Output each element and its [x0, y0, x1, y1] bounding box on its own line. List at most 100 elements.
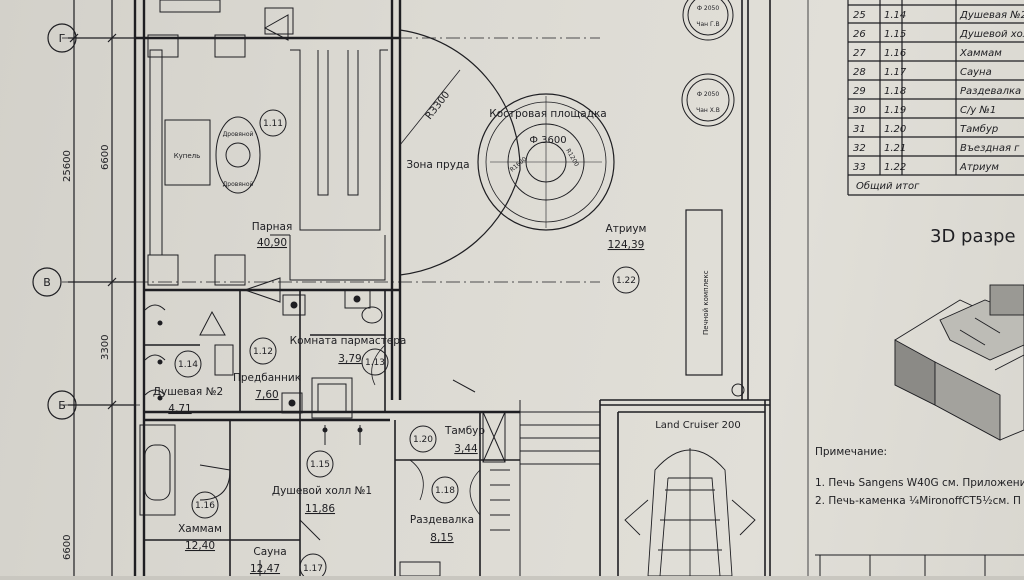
- car-label: Land Cruiser 200: [655, 420, 741, 431]
- table-cell-name: Сауна: [960, 67, 992, 78]
- vat-x-label: Чан Х.В: [696, 107, 720, 114]
- steam-room: [147, 14, 388, 303]
- room-tag-1-18: 1.18: [435, 486, 455, 496]
- room-name-shower-hall: Душевой холл №1: [272, 485, 372, 497]
- car-wireframe: [624, 448, 756, 577]
- stove-complex-label: Печной комплекс: [702, 270, 710, 335]
- room-name-shower2: Душевая №2: [153, 386, 223, 398]
- stove-top-label: Дровяной: [223, 131, 254, 138]
- room-name-changing: Раздевалка: [410, 514, 474, 526]
- table-cell-num: 29: [853, 86, 866, 97]
- dim-total: 25600: [62, 150, 73, 182]
- dim-middle-span: 3300: [100, 335, 111, 360]
- table-cell-num: 31: [853, 124, 866, 135]
- vat-g-label: Чан Г.В: [696, 21, 719, 28]
- table-cell-num: 30: [853, 105, 866, 116]
- heading-3d: 3D разре: [930, 226, 1016, 247]
- table-cell-name: Атриум: [959, 162, 999, 173]
- table-cell-code: 1.22: [884, 162, 906, 173]
- room-tag-1-16: 1.16: [195, 501, 215, 511]
- table-cell-code: 1.18: [884, 86, 906, 97]
- table-cell-num: 25: [853, 10, 866, 21]
- table-total: Общий итог: [856, 180, 920, 192]
- table-cell-code: 1.16: [884, 48, 906, 59]
- axis-label-v: В: [43, 276, 51, 289]
- axis-label-g: Г: [59, 32, 66, 45]
- axis-label-b: Б: [58, 399, 66, 412]
- table-cell-code: 1.15: [884, 29, 906, 40]
- room-name-hammam: Хаммам: [178, 523, 222, 535]
- stove-bottom-label: Дровяной: [223, 181, 254, 188]
- dim-bottom-span: 6600: [62, 535, 73, 560]
- table-cell-num: 27: [853, 48, 866, 59]
- table-cell-name: Душевой холл: [959, 29, 1024, 40]
- table-cell-code: 1.17: [884, 67, 907, 78]
- notes-title: Примечание:: [815, 446, 887, 458]
- dimension-chains: [68, 0, 135, 576]
- room-area-sauna: 12,47: [250, 563, 280, 575]
- pond-arc: [399, 29, 521, 276]
- dim-radius-pond: R3300: [424, 90, 453, 122]
- partitions: [144, 290, 520, 576]
- room-area-steam: 40,90: [257, 237, 287, 249]
- door-swings: [371, 344, 481, 516]
- fire-diameter: Ф 3600: [529, 135, 566, 146]
- table-cell-num: 26: [853, 29, 866, 40]
- room-tag-1-14: 1.14: [178, 360, 198, 370]
- table-cell-name: С/у №1: [960, 105, 996, 116]
- atrium-walls: [599, 0, 770, 576]
- fixtures: [139, 289, 441, 577]
- fire-radius-1: R1600: [509, 156, 529, 174]
- table-cell-num: 32: [853, 143, 866, 154]
- room-table: 25 1.14 Душевая №2 26 1.15 Душевой холл 27 1.16…: [853, 10, 1024, 173]
- kupel-label: Купель: [174, 152, 201, 160]
- vat-g-diameter: Ф 2050: [697, 5, 720, 12]
- table-cell-code: 1.20: [884, 124, 906, 135]
- pond-zone-label: Зона пруда: [406, 159, 469, 171]
- fire-pit: [477, 93, 615, 231]
- table-cell-name: Душевая №2: [959, 10, 1024, 21]
- dim-top-span: 6600: [100, 145, 111, 170]
- room-name-pantry: Комната пармастера: [290, 335, 407, 347]
- table-cell-code: 1.14: [884, 10, 906, 21]
- room-area-pantry: 3,79: [338, 353, 361, 365]
- room-tag-1-12: 1.12: [253, 347, 273, 357]
- room-name-steam: Парная: [252, 221, 293, 233]
- room-tags: [174, 109, 640, 580]
- room-area-shower-hall: 11,86: [305, 503, 335, 515]
- stairs: [452, 379, 600, 576]
- table-cell-code: 1.21: [884, 143, 906, 154]
- table-cell-num: 28: [853, 67, 866, 78]
- room-tag-1-13: 1.13: [365, 358, 385, 368]
- room-tag-1-11: 1.11: [263, 119, 283, 129]
- bottom-table: [815, 554, 1024, 576]
- table-cell-name: Тамбур: [960, 123, 998, 135]
- note-item-2: 2. Печь-каменка ⅟₄MironoffCT5⅟₂см. П: [815, 495, 1021, 507]
- room-tag-1-17: 1.17: [303, 564, 323, 574]
- fire-radius-2: R1200: [564, 148, 580, 168]
- table-cell-code: 1.19: [884, 105, 906, 116]
- room-table-grid: [847, 0, 1024, 196]
- fire-pit-label: Костровая площадка: [489, 108, 607, 120]
- room-name-sauna: Сауна: [253, 546, 286, 558]
- table-cell-name: Хаммам: [959, 48, 1002, 59]
- room-name-atrium: Атриум: [606, 223, 647, 235]
- room-area-tambour: 3,44: [454, 443, 478, 455]
- room-area-atrium: 124,39: [608, 239, 645, 251]
- vat-x-diameter: Ф 2050: [697, 91, 720, 98]
- room-tag-1-15: 1.15: [310, 460, 330, 470]
- room-tag-1-22: 1.22: [616, 276, 636, 286]
- room-area-shower2: 4,71: [168, 403, 191, 415]
- axis-lines: [62, 37, 600, 406]
- axis-bubbles: [32, 23, 77, 420]
- room-area-anteroom: 7,60: [255, 389, 278, 401]
- room-area-changing: 8,15: [430, 532, 453, 544]
- note-item-1: 1. Печь Sangens W40G см. Приложение: [815, 477, 1024, 489]
- table-cell-name: Раздевалка: [960, 86, 1021, 97]
- room-area-hammam: 12,40: [185, 540, 215, 552]
- hot-tubs: [681, 0, 735, 127]
- table-cell-name: Въездная г: [960, 143, 1020, 154]
- outer-walls: [133, 0, 520, 576]
